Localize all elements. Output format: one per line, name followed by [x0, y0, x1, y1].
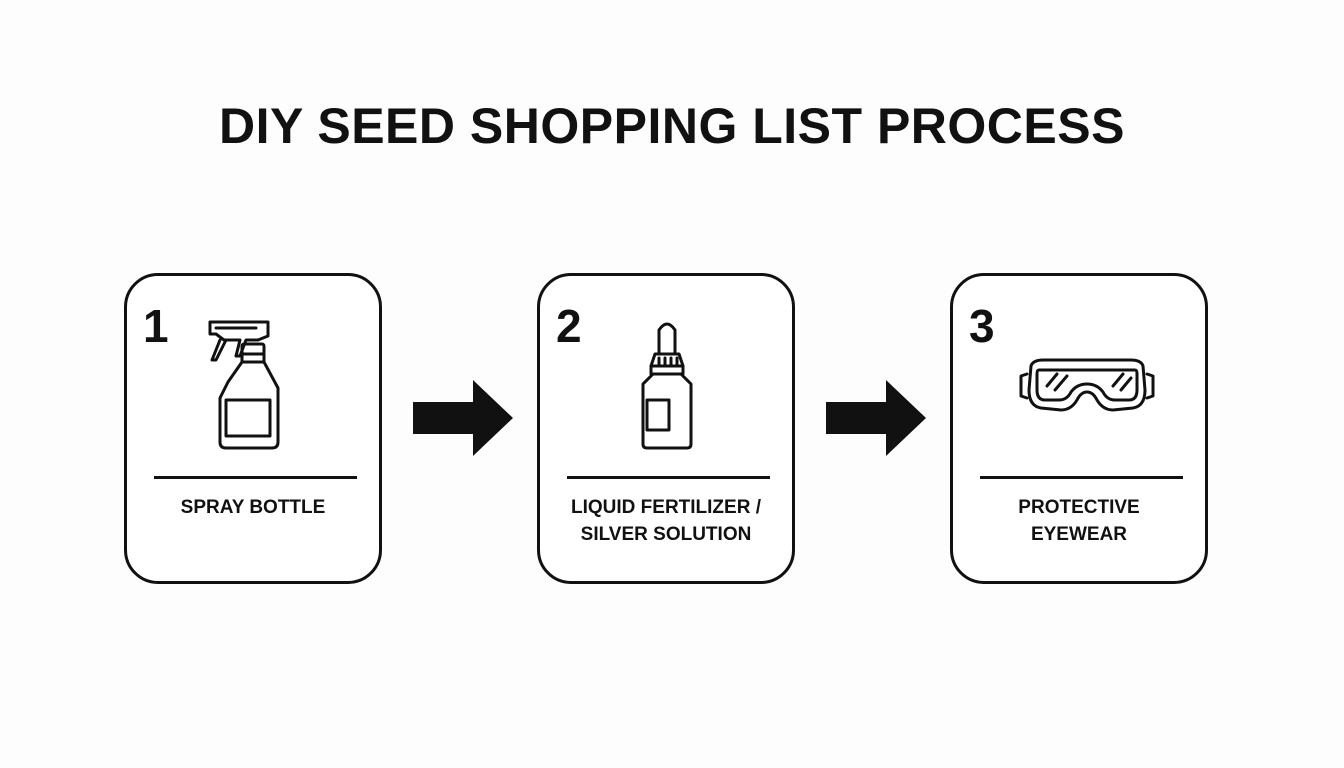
step-divider	[154, 476, 357, 479]
spray-bottle-icon	[206, 314, 302, 454]
step-card-1: 1 SPRAY BOTTLE	[124, 273, 382, 584]
arrow-right-icon	[411, 378, 515, 458]
diagram-title: DIY SEED SHOPPING LIST PROCESS	[219, 98, 1125, 154]
arrow-right-icon	[824, 378, 928, 458]
step-number: 1	[143, 300, 169, 352]
step-divider	[567, 476, 770, 479]
step-label: SPRAY BOTTLE	[180, 497, 326, 518]
step-number: 2	[556, 300, 582, 352]
step-card-2: 2 LIQUID FERTILIZER / SILVER SOLUTION	[537, 273, 795, 584]
step-number: 3	[969, 300, 995, 352]
step-label: LIQUID FERTILIZER / SILVER SOLUTION	[571, 497, 761, 545]
step-card-3: 3 PROTECTIVE EYEWEAR	[950, 273, 1208, 584]
goggles-icon	[1017, 352, 1157, 422]
dropper-bottle-icon	[619, 314, 715, 454]
step-label: PROTECTIVE EYEWEAR	[1018, 497, 1140, 545]
step-divider	[980, 476, 1183, 479]
